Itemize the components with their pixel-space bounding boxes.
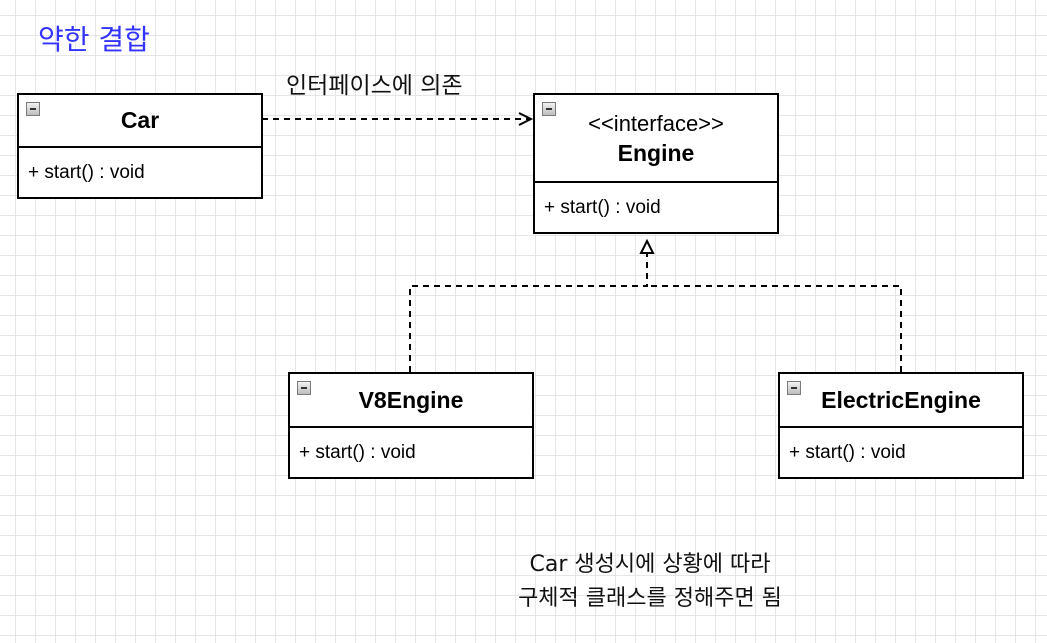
class-electricengine-methods: + start() : void [780,428,1022,464]
collapse-icon[interactable] [787,381,801,395]
note-text: Car 생성시에 상황에 따라 구체적 클래스를 정해주면 됨 [440,548,860,616]
collapse-icon[interactable] [26,102,40,116]
class-car-methods: + start() : void [19,148,261,184]
class-name: ElectricEngine [821,386,981,413]
class-engine-methods: + start() : void [535,183,777,219]
method-start: + start() : void [299,442,416,463]
collapse-icon[interactable] [297,381,311,395]
class-electricengine[interactable]: ElectricEngine + start() : void [778,372,1024,479]
note-line-2: 구체적 클래스를 정해주면 됨 [518,586,782,611]
realization-arrowhead [639,238,655,254]
class-v8engine-methods: + start() : void [290,428,532,464]
class-v8engine[interactable]: V8Engine + start() : void [288,372,534,479]
class-name: Car [120,107,160,133]
class-electricengine-header: ElectricEngine [780,374,1022,428]
note-line-1: Car 생성시에 상황에 따라 [529,552,771,577]
class-name: Engine [617,140,695,166]
method-start: + start() : void [789,442,906,463]
class-name: V8Engine [358,386,464,413]
class-v8engine-header: V8Engine [290,374,532,428]
diagram-title: 약한 결합 [38,23,150,56]
class-car-header: Car [19,95,261,148]
class-engine[interactable]: <<interface>> Engine + start() : void [533,93,779,234]
dependency-arrowhead [518,112,534,126]
realization-line-electricengine [647,285,902,372]
class-car[interactable]: Car + start() : void [17,93,263,199]
dependency-label: 인터페이스에 의존 [286,73,463,99]
class-engine-header: <<interface>> Engine [535,95,777,183]
collapse-icon[interactable] [542,102,556,116]
method-start: + start() : void [28,162,145,183]
realization-line-v8engine [409,254,648,372]
interface-stereotype: <<interface>> [588,111,724,136]
method-start: + start() : void [544,197,661,218]
